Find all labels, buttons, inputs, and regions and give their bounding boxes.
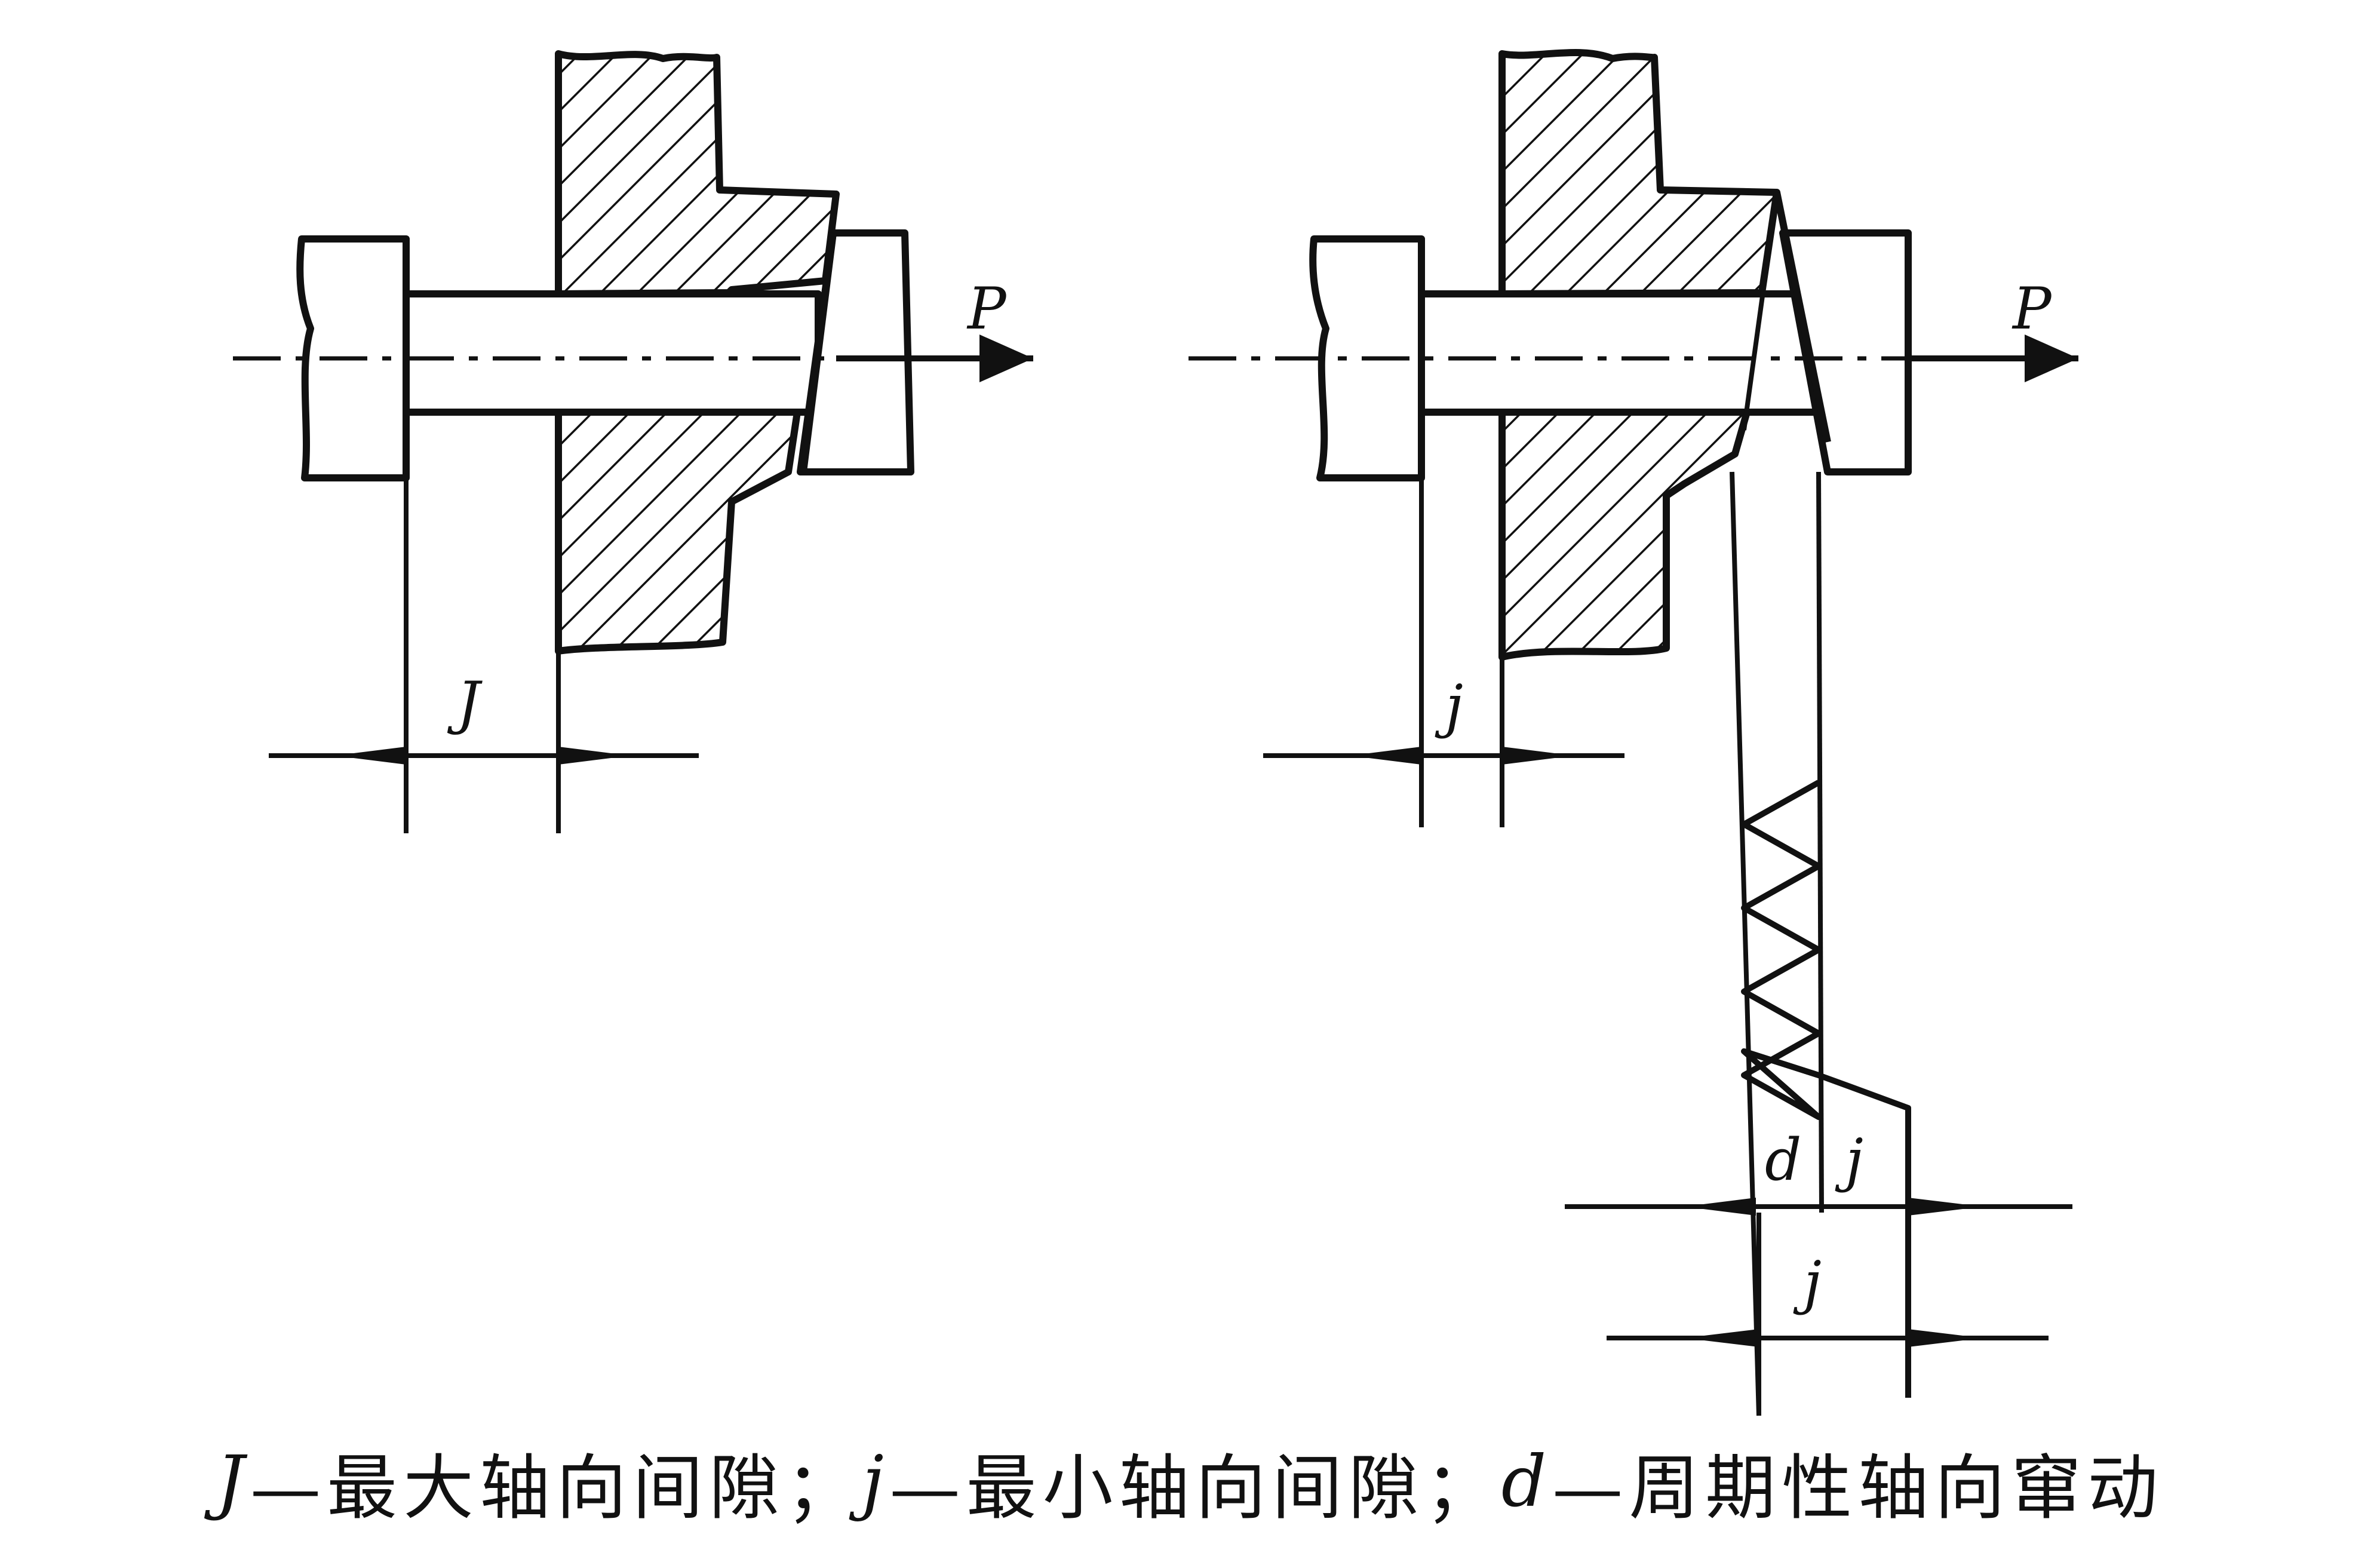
caption-symbol-J: J — [216, 1440, 251, 1523]
right-assembly — [1189, 48, 2078, 1416]
right-j-label-lower: j — [1793, 1249, 1822, 1316]
right-shaft — [1418, 290, 1831, 416]
left-taper-line — [800, 232, 837, 472]
right-housing-section — [1498, 48, 1780, 297]
right-housing-section-lower — [1498, 409, 1751, 661]
caption: J—最大轴向间隙；j—最小轴向间隙；d—周期性轴向窜动 — [0, 1422, 2380, 1541]
right-gap-label: j — [1435, 673, 1463, 739]
right-j-label-upper: j — [1835, 1127, 1863, 1193]
right-force-label: P — [2012, 275, 2052, 342]
left-gap-label: J — [447, 670, 483, 737]
caption-text-max-gap: —最大轴向间隙； — [250, 1446, 862, 1529]
caption-text-axial-movement: —周期性轴向窜动 — [1552, 1446, 2164, 1529]
left-shaft — [403, 290, 822, 416]
right-collar — [1779, 229, 1912, 475]
left-housing-section-lower — [555, 409, 801, 655]
left-assembly — [233, 50, 1033, 833]
left-force-label: P — [966, 275, 1007, 342]
caption-symbol-d: d — [1501, 1440, 1553, 1523]
axial-movement-trace — [1741, 780, 1822, 1120]
right-tilted-face — [1773, 191, 1831, 443]
caption-text-min-gap: —最小轴向间隙； — [889, 1446, 1501, 1529]
caption-symbol-j: j — [862, 1440, 890, 1523]
left-housing-section — [555, 50, 840, 297]
right-d-label: d — [1765, 1127, 1801, 1193]
